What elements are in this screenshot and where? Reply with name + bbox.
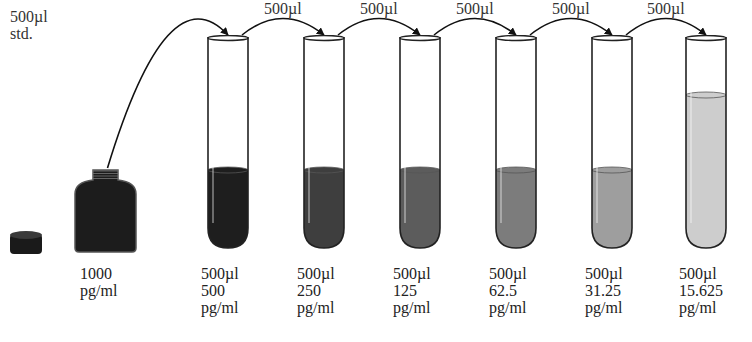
test-tube: [567, 35, 657, 255]
concentration-label: 1000 pg/ml: [80, 265, 142, 299]
tube-wall: [304, 37, 344, 248]
vial-thread: [93, 173, 118, 174]
vial-thread: [93, 176, 118, 177]
tube-wall: [208, 37, 248, 248]
test-tube: [471, 35, 561, 255]
concentration-label: 250 pg/ml: [297, 282, 359, 316]
tube-wall: [496, 37, 536, 248]
transfer-volume: 500µl: [645, 0, 687, 17]
test-tube: [375, 35, 465, 255]
dilution-tube: 500µl31.25 pg/ml: [567, 35, 657, 316]
tube-wall: [592, 37, 632, 248]
transfer-arrow: [242, 19, 324, 36]
tube-wall: [686, 37, 726, 248]
tube-wall: [400, 37, 440, 248]
concentration-label: 500 pg/ml: [201, 282, 263, 316]
test-tube: [661, 35, 751, 255]
transfer-arrow: [338, 19, 420, 36]
volume-label: 500µl: [585, 265, 647, 282]
dilution-tube: 500µl500 pg/ml: [183, 35, 273, 316]
transfer-volume: 500µl: [550, 0, 592, 17]
tube-glare: [500, 45, 502, 223]
volume-label: 500µl: [297, 265, 359, 282]
dilution-tube: 500µl125 pg/ml: [375, 35, 465, 316]
transfer-volume: 500µl std.: [8, 8, 64, 42]
tube-rim: [208, 36, 248, 41]
transfer-volume: 500µl: [454, 0, 496, 17]
transfer-arrow: [434, 19, 516, 36]
tube-rim: [496, 36, 536, 41]
vial-body: [75, 170, 136, 252]
transfer-arrow: [626, 19, 706, 36]
tube-rim: [686, 36, 726, 41]
tube-rim: [592, 36, 632, 41]
stock-vial: 1000 pg/ml: [58, 168, 153, 299]
tube-glare: [404, 45, 406, 223]
tube-rim: [304, 36, 344, 41]
transfer-arrow: [108, 19, 229, 168]
volume-label: 500µl: [393, 265, 455, 282]
transfer-volume: 500µl: [262, 0, 304, 17]
dilution-tube: 500µl62.5 pg/ml: [471, 35, 561, 316]
tube-glare: [596, 45, 598, 223]
volume-label: 500µl: [489, 265, 551, 282]
tube-glare: [308, 45, 310, 223]
test-tube: [183, 35, 273, 255]
test-tube: [279, 35, 369, 255]
dilution-tube: 500µl250 pg/ml: [279, 35, 369, 316]
tube-rim: [400, 36, 440, 41]
tube-glare: [212, 45, 214, 223]
tube-glare: [690, 45, 692, 223]
dilution-tube: 500µl15.625 pg/ml: [661, 35, 751, 316]
concentration-label: 15.625 pg/ml: [679, 282, 741, 316]
vial-thread: [93, 171, 118, 172]
cap-top: [10, 231, 42, 239]
transfer-volume: 500µl: [358, 0, 400, 17]
stock-vial: [58, 168, 153, 253]
concentration-label: 125 pg/ml: [393, 282, 455, 316]
volume-label: 500µl: [679, 265, 741, 282]
concentration-label: 62.5 pg/ml: [489, 282, 551, 316]
transfer-arrow: [530, 19, 612, 36]
concentration-label: 31.25 pg/ml: [585, 282, 647, 316]
volume-label: 500µl: [201, 265, 263, 282]
vial-thread: [93, 178, 118, 179]
